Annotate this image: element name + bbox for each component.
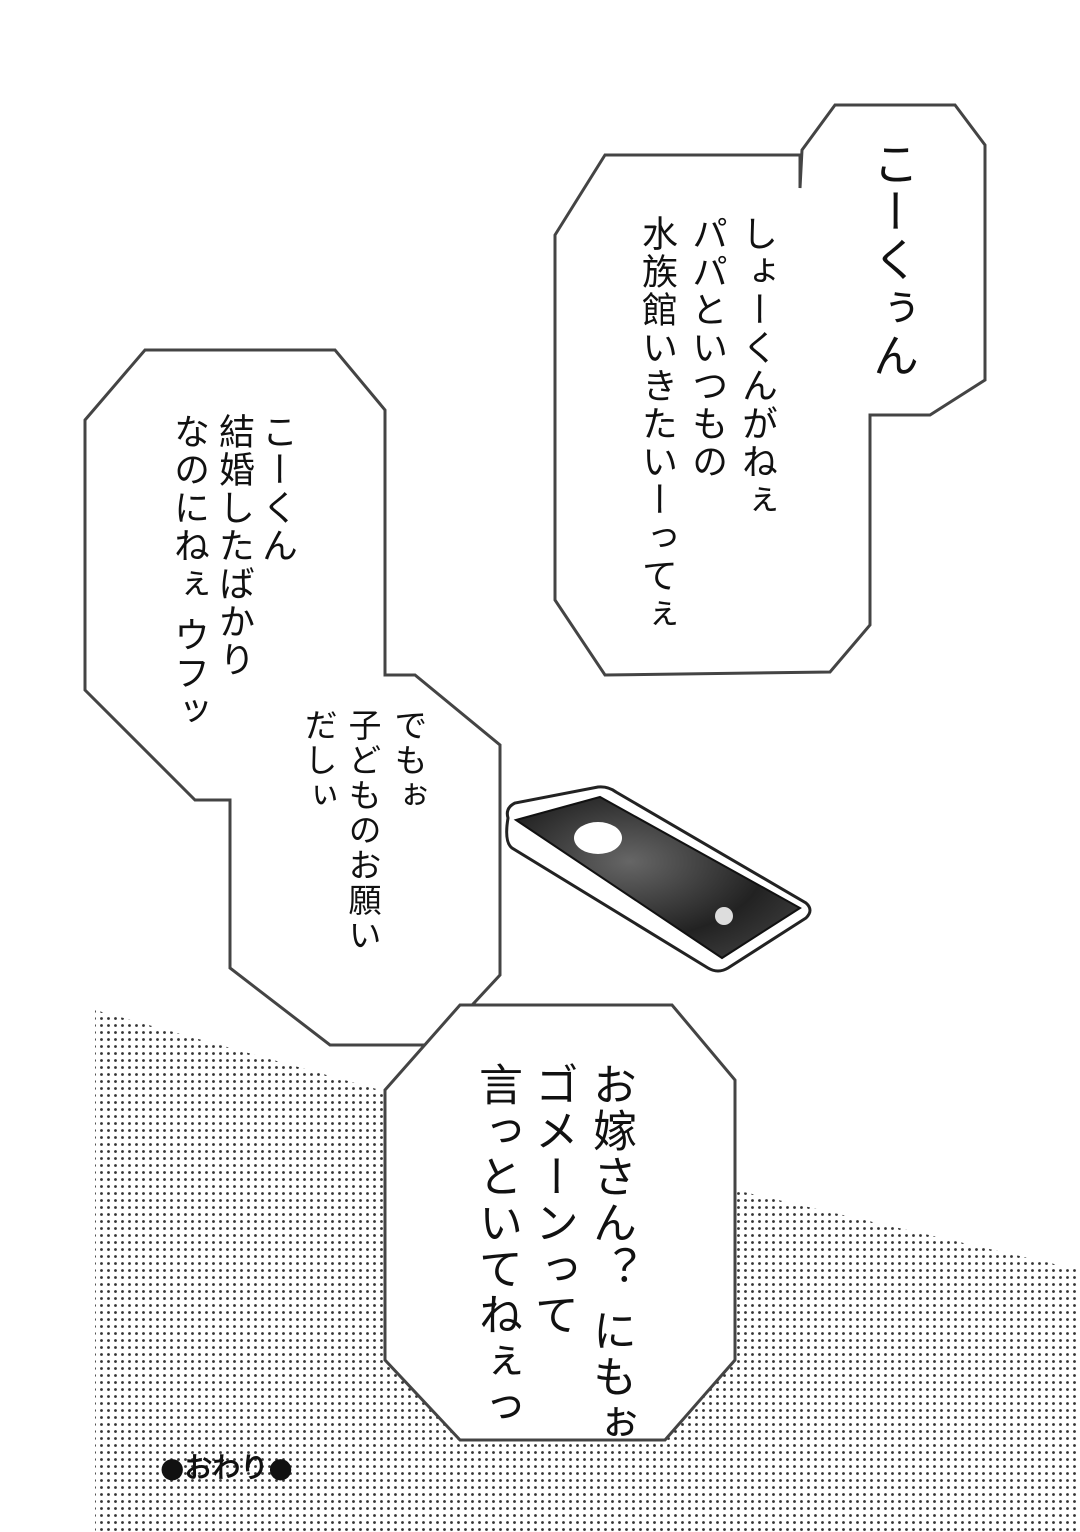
end-mark: ●おわり● [160,1451,293,1484]
smartphone-illustration [505,785,812,973]
dialogue-line: 子どものお願い [343,708,382,953]
dialogue-line: こーくん [256,413,297,565]
dialogue-line: 水族館いきたいーってぇ [636,215,677,633]
dialogue-line: パパといつもの [686,215,727,481]
dialogue-line: ゴメーンって [527,1062,578,1338]
dialogue-line: こーくぅん [866,140,920,380]
dialogue-line: なのにねぇ ウフッ [168,413,209,731]
dialogue-line: 言っといてねぇっ [471,1062,522,1430]
speech-bubble-1 [553,103,987,677]
dialogue-line: 結婚したばかり [213,413,254,679]
dialogue-line: だしぃ [299,708,338,813]
speech-bubble-4 [383,1003,737,1442]
speech-bubble-2-3 [83,348,502,1047]
dialogue-line: お嫁さん？ にもぉ [585,1062,636,1446]
dialogue-line: でもぉ [389,708,428,813]
dialogue-line: しょーくんがねぇ [736,215,777,519]
